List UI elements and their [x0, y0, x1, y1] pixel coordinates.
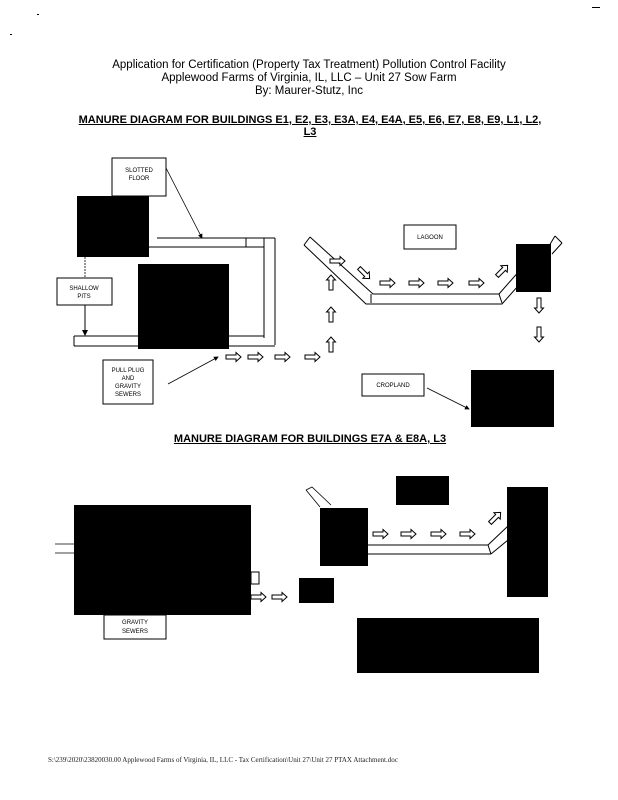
- shallow-pits-label-1: SHALLOW: [69, 286, 99, 292]
- diagram1: SLOTTED FLOOR SHALLOW PITS: [56, 157, 563, 427]
- redacted-block: [516, 244, 551, 292]
- flow-arrow-right: [247, 352, 264, 362]
- diagram1-title-line2: L3: [303, 126, 317, 138]
- flow-arrow-right: [329, 256, 346, 266]
- redacted-block: [74, 505, 251, 615]
- pull-plug-label-2: AND: [122, 376, 135, 382]
- flow-arrow-up: [326, 274, 336, 291]
- diagram1-title-line1: MANURE DIAGRAM FOR BUILDINGS E1, E2, E3,…: [78, 114, 542, 126]
- redacted-block: [507, 487, 548, 597]
- gravity-sewers-label-2: SEWERS: [122, 629, 148, 635]
- flow-arrow-diagonal: [486, 508, 505, 527]
- slotted-floor-label-1: SLOTTED: [125, 168, 153, 174]
- scan-speck: [10, 34, 12, 35]
- redacted-block: [138, 264, 229, 349]
- flow-arrow-right: [459, 529, 476, 539]
- pull-plug-label-1: PULL PLUG: [112, 368, 145, 374]
- pull-plug-label-3: GRAVITY: [115, 384, 141, 390]
- flow-arrow-diagonal: [355, 264, 374, 283]
- pull-plug-label-4: SEWERS: [115, 392, 141, 398]
- flow-arrow-right: [437, 278, 454, 288]
- file-path-footer: S:\239\2020\23820030.00 Applewood Farms …: [48, 756, 398, 764]
- diagram2-title: MANURE DIAGRAM FOR BUILDINGS E7A & E8A, …: [173, 433, 447, 445]
- redacted-block: [471, 370, 554, 427]
- redacted-block: [357, 618, 539, 673]
- flow-arrow-right: [304, 352, 321, 362]
- flow-arrow-right: [430, 529, 447, 539]
- flow-arrow-right: [250, 592, 267, 602]
- flow-arrow-right: [271, 592, 288, 602]
- redacted-block: [396, 476, 449, 505]
- flow-arrow-down: [534, 326, 544, 343]
- document-author: By: Maurer-Stutz, Inc: [254, 85, 363, 97]
- flow-arrow-up: [326, 306, 336, 323]
- shallow-pits-label-2: PITS: [77, 294, 90, 300]
- document-subtitle: Applewood Farms of Virginia, IL, LLC – U…: [161, 72, 457, 84]
- redacted-block: [320, 508, 368, 566]
- pull-plug-pointer: [167, 356, 219, 385]
- flow-arrow-right: [372, 529, 389, 539]
- diagram1-title: MANURE DIAGRAM FOR BUILDINGS E1, E2, E3,…: [40, 114, 580, 138]
- lagoon-box: LAGOON: [403, 224, 457, 250]
- slotted-floor-pointer: [165, 167, 203, 239]
- diagram2: GRAVITY SEWERS: [55, 476, 548, 673]
- lagoon-channel-2: [368, 525, 509, 555]
- slotted-floor-label-2: FLOOR: [129, 176, 150, 182]
- outlet-box: [250, 571, 260, 585]
- flow-arrow-right: [408, 278, 425, 288]
- lagoon-label: LAGOON: [417, 235, 443, 241]
- cropland-box: CROPLAND: [361, 373, 425, 397]
- cropland-label: CROPLAND: [376, 383, 410, 389]
- flow-arrow-right: [400, 529, 417, 539]
- pull-plug-box: PULL PLUG AND GRAVITY SEWERS: [102, 359, 154, 405]
- flow-arrow-right: [274, 352, 291, 362]
- flow-arrow-diagonal: [493, 261, 512, 280]
- flow-arrow-right: [468, 278, 485, 288]
- gravity-sewers-box: GRAVITY SEWERS: [103, 614, 167, 640]
- scan-speck: [37, 14, 39, 15]
- inlet-pipe: [305, 486, 332, 508]
- redacted-block: [77, 196, 149, 257]
- redacted-block: [299, 578, 334, 603]
- shallow-pits-box: SHALLOW PITS: [56, 277, 113, 306]
- flow-arrow-right: [379, 278, 396, 288]
- document-title: Application for Certification (Property …: [112, 59, 506, 71]
- cropland-pointer: [426, 387, 470, 410]
- flow-arrow-right: [225, 352, 242, 362]
- flow-arrow-up: [326, 336, 336, 353]
- gravity-sewers-label-1: GRAVITY: [122, 620, 148, 626]
- scan-mark: [592, 7, 600, 8]
- flow-arrow-down: [534, 297, 544, 314]
- slotted-floor-box: SLOTTED FLOOR: [111, 157, 167, 197]
